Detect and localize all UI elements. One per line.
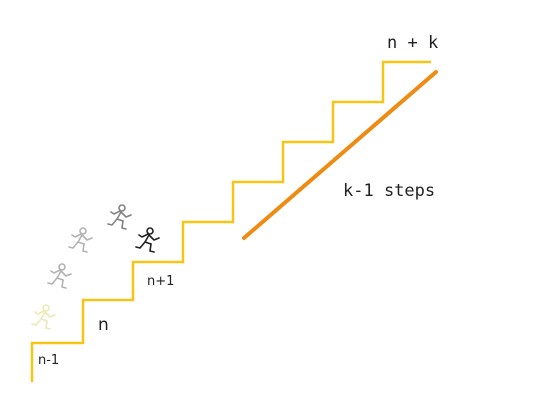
runner-icon <box>68 227 93 253</box>
label-k-minus-1-steps: k-1 steps <box>343 181 436 201</box>
runner-icon <box>47 263 72 289</box>
runner-icon <box>107 204 132 230</box>
label-n-plus-k: n + k <box>387 33 439 53</box>
staircase-line <box>30 60 431 382</box>
label-n-plus-1: n+1 <box>147 274 175 289</box>
label-n: n <box>98 315 109 335</box>
runner-icon <box>31 304 56 330</box>
k-minus-1-steps-line <box>242 70 438 240</box>
label-n-minus-1: n-1 <box>38 353 60 368</box>
runner-icon <box>135 227 160 253</box>
